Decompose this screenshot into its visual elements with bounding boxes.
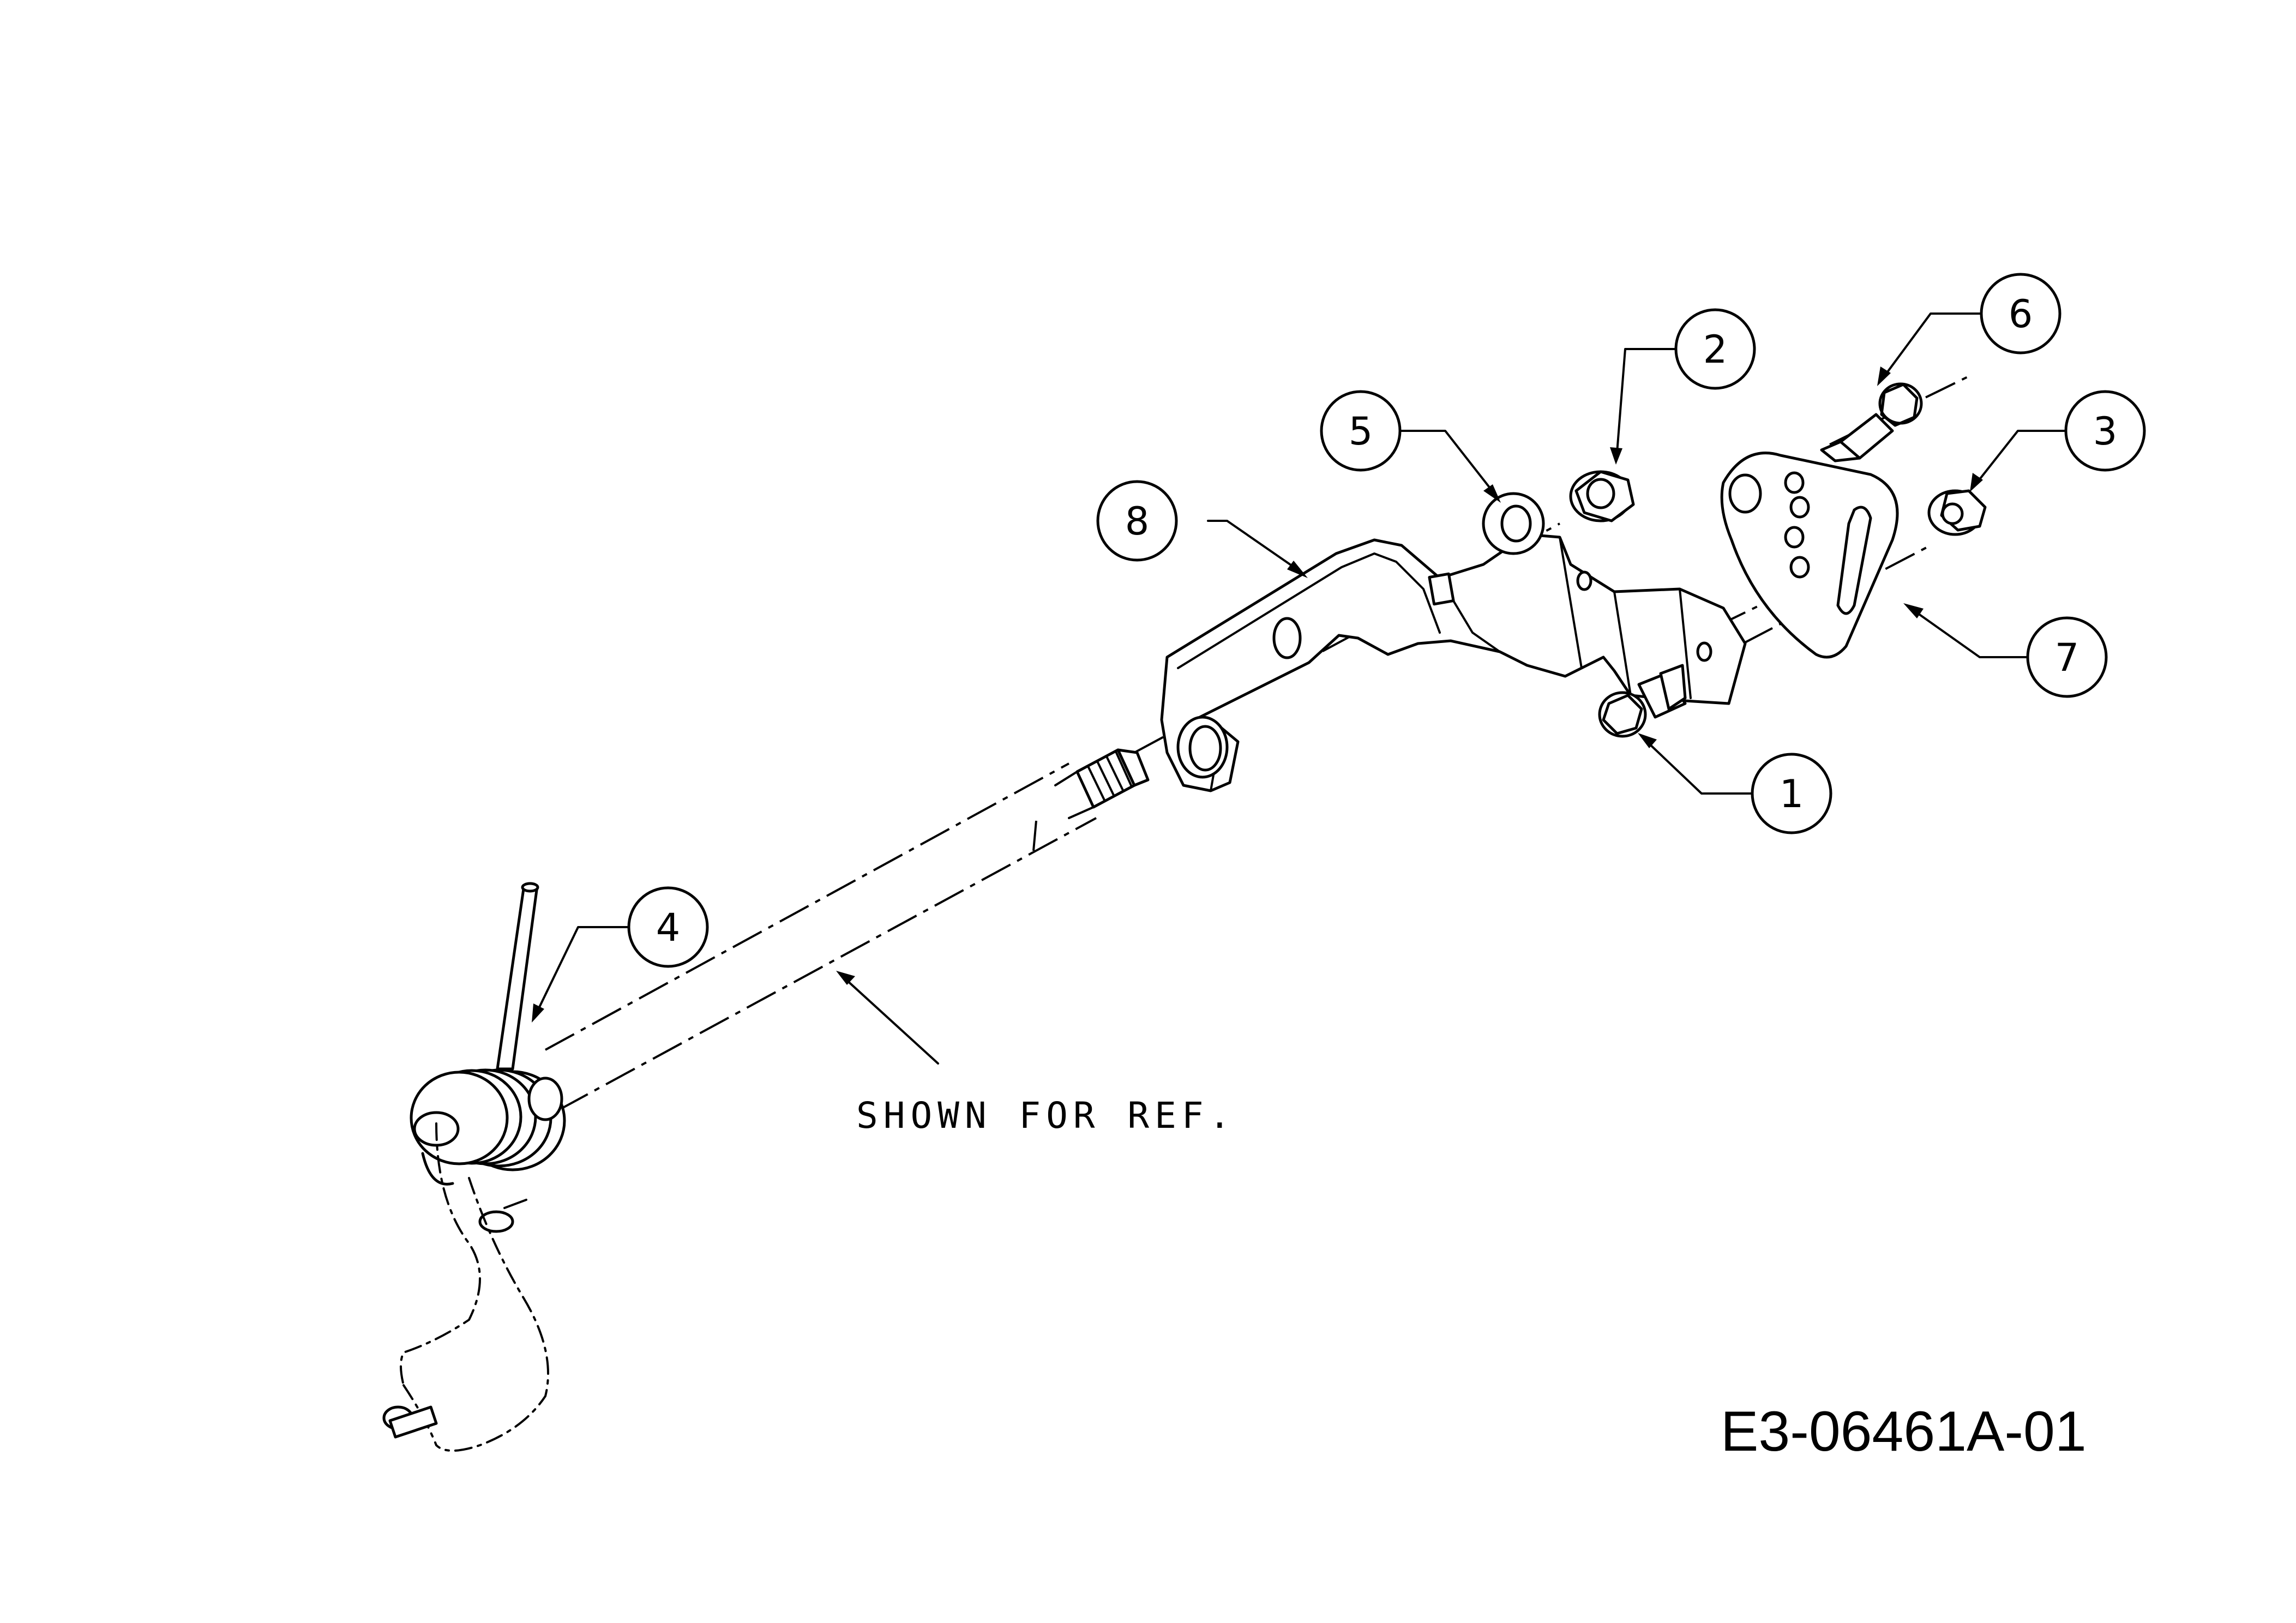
callout-7: 7 [2026, 616, 2108, 698]
shaft-threaded-end [1054, 748, 1150, 819]
callout-4: 4 [627, 886, 709, 968]
washer [1482, 492, 1545, 555]
callout-6-label: 6 [2009, 292, 2033, 336]
callout-8: 8 [1096, 480, 1178, 562]
callout-2-label: 2 [1703, 327, 1728, 372]
flange-nut [1927, 489, 1987, 536]
reference-lever-arm [382, 1122, 549, 1452]
callout-3: 3 [2064, 390, 2146, 472]
callout-3-label: 3 [2093, 409, 2118, 454]
torsion-spring [410, 882, 566, 1233]
reference-note: SHOWN FOR REF. [856, 1095, 1236, 1137]
callout-7-label: 7 [2055, 635, 2079, 680]
flange-bushing [1569, 470, 1635, 522]
callout-1-label: 1 [1780, 772, 1804, 816]
callout-1: 1 [1751, 753, 1832, 834]
callout-5: 5 [1320, 390, 1402, 472]
callout-4-label: 4 [656, 905, 681, 950]
drawing-code: E3-06461A-01 [1721, 1400, 2087, 1463]
pivot-plate [1720, 452, 1899, 659]
reference-shaft [545, 748, 1150, 1111]
callout-2: 2 [1674, 308, 1756, 390]
callout-6: 6 [1980, 273, 2061, 354]
callout-8-label: 8 [1125, 499, 1150, 544]
shoulder-bolt [1820, 382, 1923, 462]
callout-5-label: 5 [1349, 409, 1373, 454]
hex-bolt [1598, 664, 1687, 738]
leader-lines [532, 312, 2065, 1065]
